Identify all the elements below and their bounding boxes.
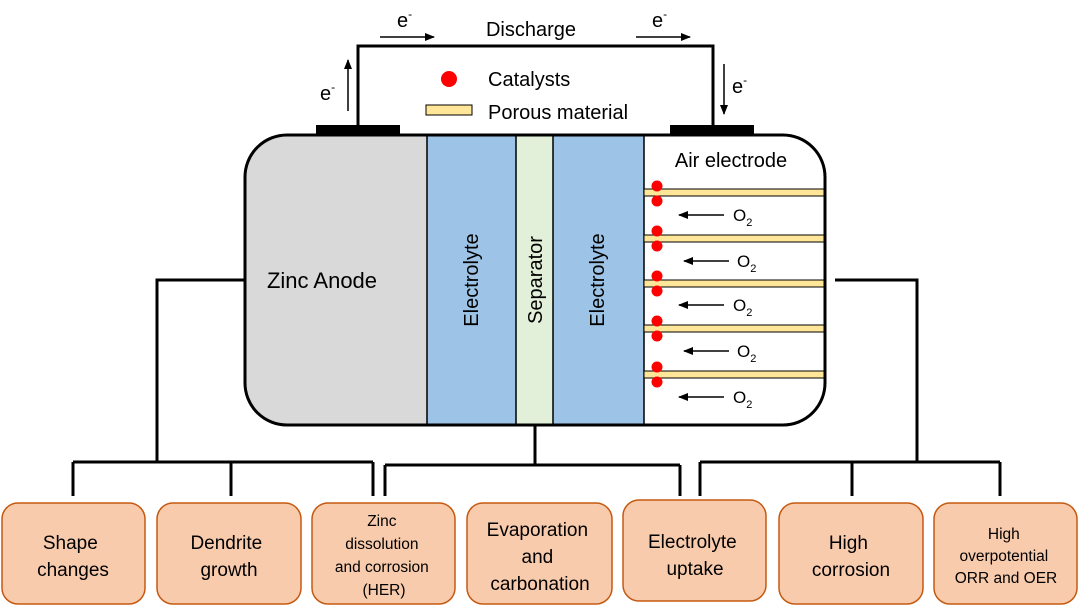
zinc-dissolution-label: Zinc dissolution and corrosion (HER) [335,513,433,599]
zinc-dissolution-box [311,502,456,605]
electron-label-left: e- [320,80,335,105]
shape-changes-box [1,502,146,605]
separator-region [516,135,553,425]
porous-strip [643,279,826,288]
issue-boxes: Shape changes Dendrite growth Zinc disso… [1,499,1078,605]
porous-strip [643,370,826,379]
oxygen-label: O2 [733,296,752,319]
catalyst-dot [651,225,663,237]
legend-porous-label: Porous material [488,102,628,124]
electrolyte-left-label: Electrolyte [461,233,483,326]
electron-label-top-right: e- [652,7,667,32]
catalyst-dot [651,315,663,327]
evaporation-label: Evaporation and carbonation [487,520,594,595]
connector-lines [71,278,1002,496]
oxygen-label: O2 [733,388,752,411]
porous-strip [643,234,826,243]
legend-porous-icon [425,104,473,116]
electrolyte-uptake-label: Electrolyte uptake [648,532,742,580]
anode-terminal [316,125,400,136]
catalyst-dot [651,330,663,342]
oxygen-label: O2 [737,342,756,365]
electrolyte-left-region [427,135,516,425]
oxygen-flow: O2 O2 O2 O2 O2 [678,206,756,411]
electron-label-right: e- [732,73,747,98]
electrolyte-uptake-box [622,499,767,602]
catalyst-dot [651,376,663,388]
catalyst-dot [651,270,663,282]
catalyst-dot [651,361,663,373]
catalyst-dot [651,285,663,297]
oxygen-label: O2 [737,252,756,275]
catalyst-dot [651,240,663,252]
zinc-anode-region [245,135,427,425]
high-overpotential-box [933,502,1078,605]
legend-catalyst-icon [441,71,457,87]
separator-label: Separator [525,236,547,324]
cathode-terminal [670,125,754,136]
zinc-anode-label: Zinc Anode [267,268,377,293]
dendrite-growth-label: Dendrite growth [190,533,267,581]
circuit-wire [356,44,715,127]
catalyst-dot [651,180,663,192]
catalyst-dot [651,195,663,207]
air-electrode-label: Air electrode [675,150,787,172]
porous-strip [643,188,826,197]
high-corrosion-label: High corrosion [812,533,890,581]
oxygen-label: O2 [733,206,752,229]
high-overpotential-label: High overpotential ORR and OER [955,526,1058,587]
dendrite-growth-box [156,502,302,605]
electrolyte-right-region [553,135,644,425]
electron-label-top-left: e- [397,7,412,32]
shape-changes-label: Shape changes [37,533,109,581]
discharge-label: Discharge [486,19,576,41]
evaporation-box [466,502,613,605]
electrolyte-right-label: Electrolyte [587,233,609,326]
catalyst-dots [651,180,663,388]
porous-strip [643,324,826,333]
high-corrosion-box [778,502,924,605]
legend-catalysts-label: Catalysts [488,69,570,91]
